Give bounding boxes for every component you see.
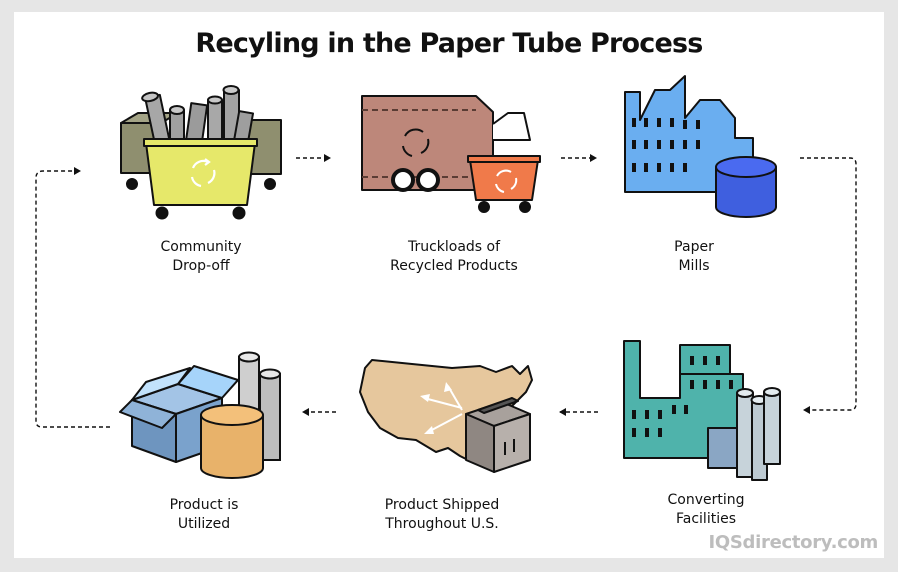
package-box-icon (465, 397, 531, 473)
converting-facility-icon (623, 340, 781, 481)
arrow-mill-to-converting (800, 157, 857, 414)
flow-arrows (35, 154, 857, 428)
watermark: IQSdirectory.com (708, 532, 878, 553)
open-box-icon (119, 365, 239, 463)
paper-tube-icon (200, 351, 281, 479)
recycle-icon (190, 158, 216, 188)
page-title: Recyling in the Paper Tube Process (195, 28, 703, 59)
paper-mill-icon (624, 75, 777, 218)
cart-recycle-icon (495, 169, 518, 193)
drop-off-bin-icon (120, 85, 282, 220)
truck-recycle-icon (402, 128, 430, 157)
shipping-arrows-icon (420, 382, 463, 434)
arrow-utilized-to-dropoff (35, 167, 110, 428)
truck-icon (361, 95, 541, 213)
